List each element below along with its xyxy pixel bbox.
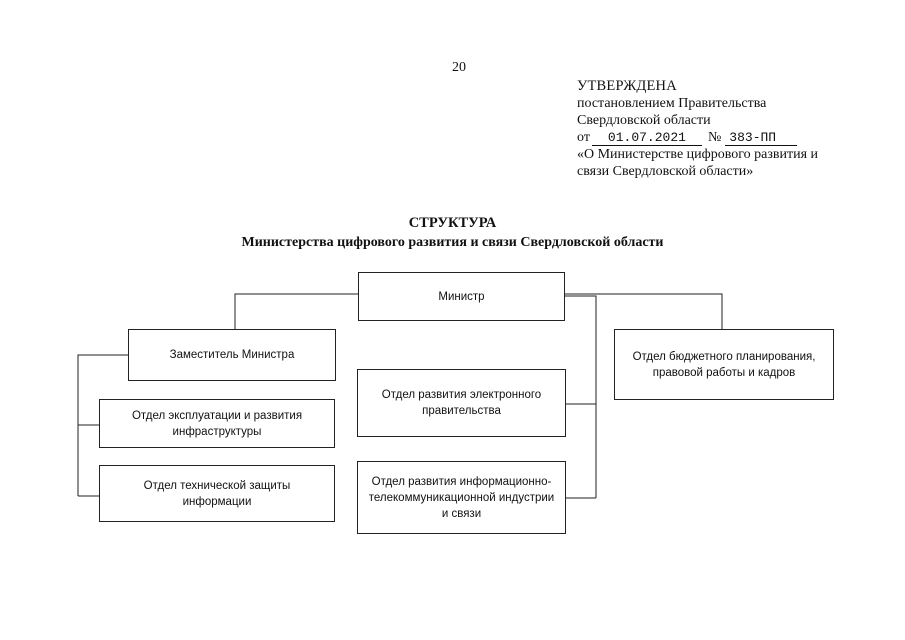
document-title: СТРУКТУРА <box>408 215 497 231</box>
connector-deputy-bus <box>77 354 128 496</box>
deputy-box: Заместитель Министра <box>128 329 336 381</box>
approval-title: УТВЕРЖДЕНА <box>577 78 677 94</box>
approval-subject-line-2: связи Свердловской области» <box>577 164 754 179</box>
approval-number: 383-ПП <box>725 131 798 146</box>
ict-dept-box: Отдел развития информационно-телекоммуни… <box>357 461 566 534</box>
egov-dept-box: Отдел развития электронного правительств… <box>357 369 566 437</box>
connector-minister-budget <box>565 293 723 329</box>
page-number: 20 <box>452 60 466 75</box>
approval-line-1: постановлением Правительства <box>577 96 767 111</box>
infrastructure-dept-box: Отдел эксплуатации и развития инфраструк… <box>99 399 335 448</box>
security-dept-box: Отдел технической защиты информации <box>99 465 335 522</box>
approval-number-prefix: № <box>707 130 722 145</box>
minister-box: Министр <box>358 272 565 321</box>
connector-minister-deputy <box>234 293 358 329</box>
approval-date: 01.07.2021 <box>591 131 702 146</box>
document-subtitle: Министерства цифрового развития и связи … <box>241 235 664 250</box>
approval-date-prefix: от <box>577 130 590 145</box>
budget-dept-box: Отдел бюджетного планирования, правовой … <box>614 329 834 400</box>
approval-line-2: Свердловской области <box>577 113 711 128</box>
approval-stamp: УТВЕРЖДЕНА постановлением Правительства … <box>577 78 897 180</box>
approval-subject-line-1: «О Министерстве цифрового развития и <box>577 147 819 162</box>
connector-minister-bus <box>565 295 597 498</box>
